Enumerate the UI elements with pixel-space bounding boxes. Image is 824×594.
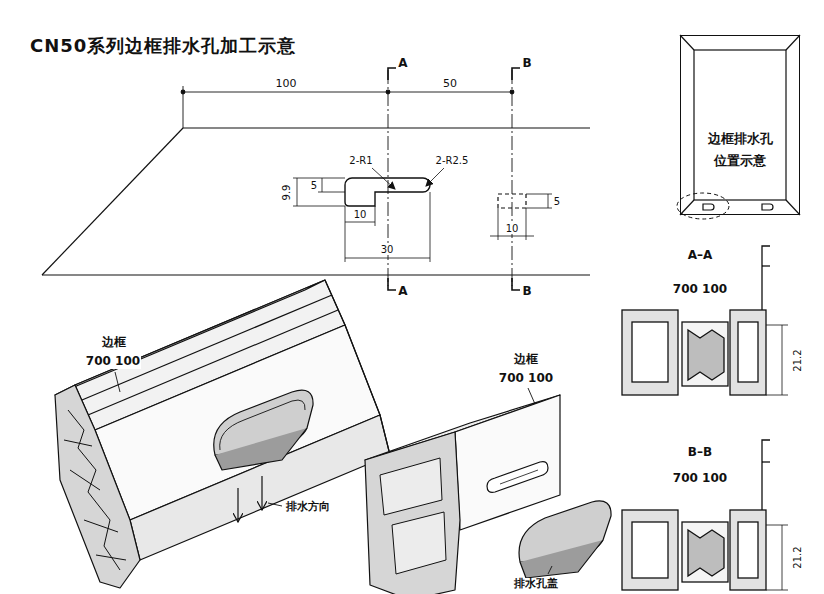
section-mark: A — [397, 285, 408, 298]
dimension: 30 — [380, 244, 395, 255]
dimension: 100 — [275, 78, 298, 90]
dimension: 21.2 — [791, 348, 802, 372]
frame-profile-cutaway — [365, 388, 611, 594]
drawing-title: CN50系列边框排水孔加工示意 — [30, 36, 296, 56]
section-title: B–B — [687, 446, 713, 459]
section-mark: B — [521, 57, 532, 70]
part-code: 700 100 — [672, 283, 728, 296]
part-code: 700 100 — [85, 355, 141, 368]
radius-note: 2-R2.5 — [435, 155, 470, 166]
plate-view — [42, 68, 590, 290]
dimension: 9.9 — [282, 183, 293, 201]
dimension: 5 — [553, 196, 561, 207]
part-name: 边框 — [101, 336, 127, 349]
dimension: 10 — [353, 209, 368, 220]
section-mark: A — [397, 57, 408, 70]
part-name: 边框 — [513, 353, 539, 366]
inset-caption: 边框排水孔位置示意 — [705, 128, 775, 172]
drain-direction-label: 排水方向 — [285, 501, 331, 513]
frame-inset-figure — [677, 35, 800, 219]
section-title: A–A — [687, 249, 714, 262]
dimension: 21.2 — [791, 545, 802, 569]
section-views — [622, 246, 788, 590]
part-code: 700 100 — [498, 372, 554, 385]
frame-inset: 边框排水孔位置示意 — [680, 35, 800, 215]
frame-profile-3d — [55, 280, 390, 588]
part-name: 排水孔盖 — [513, 578, 559, 590]
radius-note: 2-R1 — [348, 155, 373, 166]
dimension: 5 — [310, 180, 318, 191]
section-mark: B — [521, 285, 532, 298]
dimension: 50 — [442, 78, 458, 90]
dimension: 10 — [505, 223, 520, 234]
part-code: 700 100 — [672, 472, 728, 485]
